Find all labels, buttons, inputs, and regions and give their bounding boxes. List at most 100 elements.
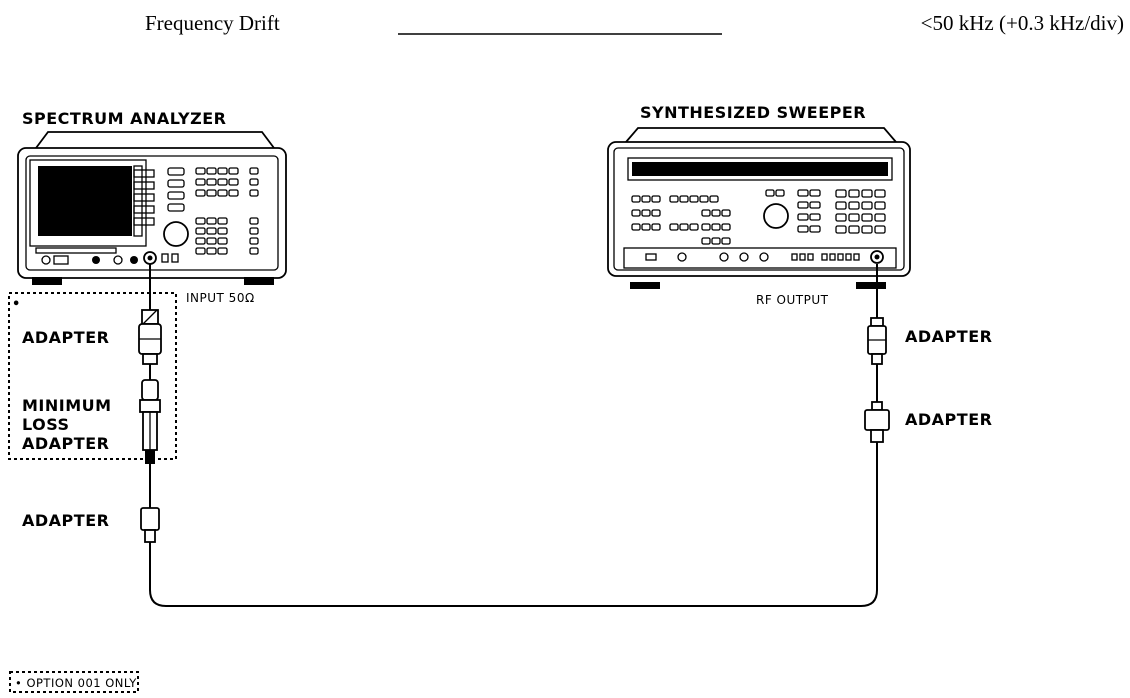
panel-key [835,201,847,210]
panel-key [848,213,860,222]
panel-key [195,167,206,175]
panel-key [809,213,821,221]
min-loss-label-line3: ADAPTER [22,434,109,453]
panel-key [861,225,873,234]
panel-key [651,223,661,231]
panel-key [631,209,641,217]
panel-key [835,189,847,198]
panel-key [195,217,206,225]
panel-key [651,195,661,203]
panel-key [797,213,809,221]
panel-key [721,209,731,217]
panel-key [249,189,259,197]
panel-key [249,227,259,235]
panel-key [797,225,809,233]
panel-key [679,223,689,231]
panel-key [249,178,259,186]
spectrum-analyzer-title: SPECTRUM ANALYZER [22,109,226,128]
footnote-box [9,671,139,693]
panel-key [797,189,809,197]
panel-key [195,247,206,255]
panel-key [631,195,641,203]
panel-key [249,237,259,245]
left-adapter-2-label: ADAPTER [22,511,109,530]
synthesized-sweeper-instrument [607,127,911,289]
panel-key [217,237,228,245]
panel-key [711,223,721,231]
panel-key [195,178,206,186]
left-adapter-1-label: ADAPTER [22,328,109,347]
test-parameter-name: Frequency Drift [145,11,280,35]
panel-key [669,195,679,203]
panel-key [206,237,217,245]
panel-key [721,237,731,245]
min-loss-label-line1: MINIMUM [22,396,112,415]
panel-key [217,217,228,225]
panel-key [775,189,785,197]
panel-key [711,237,721,245]
panel-key [874,225,886,234]
panel-key [689,223,699,231]
panel-key [217,178,228,186]
rf-output-label: RF OUTPUT [756,293,829,307]
panel-key [848,189,860,198]
right-adapter-1-label: ADAPTER [905,327,992,346]
panel-key [217,167,228,175]
panel-key [861,189,873,198]
synthesized-sweeper-title: SYNTHESIZED SWEEPER [640,103,866,122]
panel-key [809,201,821,209]
panel-key [861,201,873,210]
panel-key [669,223,679,231]
panel-key [679,195,689,203]
panel-key [848,225,860,234]
test-specification: <50 kHz (+0.3 kHz/div) [921,11,1124,35]
panel-key [874,213,886,222]
panel-key [206,178,217,186]
panel-key [809,225,821,233]
panel-key [249,247,259,255]
panel-key [711,209,721,217]
panel-key [848,201,860,210]
panel-key [195,227,206,235]
panel-key [701,209,711,217]
input-port-label: INPUT 50Ω [186,291,255,305]
panel-key [195,237,206,245]
panel-key [765,189,775,197]
panel-key [249,167,259,175]
panel-key [641,209,651,217]
panel-key [874,201,886,210]
panel-key [631,223,641,231]
panel-key [206,227,217,235]
sweeper-display [632,162,888,176]
panel-key [641,195,651,203]
panel-key [228,189,239,197]
right-cable-chain [864,264,890,548]
analyzer-screen [38,166,132,236]
panel-key [249,217,259,225]
panel-key [206,247,217,255]
panel-key [206,167,217,175]
panel-key [809,189,821,197]
left-adapter-2 [140,507,160,531]
min-loss-label-line2: LOSS [22,415,70,434]
panel-key [206,217,217,225]
panel-key [835,225,847,234]
panel-key [217,247,228,255]
panel-key [228,178,239,186]
panel-key [701,237,711,245]
minimum-loss-adapter [141,379,159,401]
spectrum-analyzer-instrument [17,131,287,285]
panel-key [217,227,228,235]
panel-key [861,213,873,222]
panel-key [721,223,731,231]
left-cable-chain [138,264,162,548]
panel-key [651,209,661,217]
footnote-text: • OPTION 001 ONLY [15,676,137,690]
panel-key [797,201,809,209]
panel-key [195,189,206,197]
panel-key [699,195,709,203]
right-adapter-2-label: ADAPTER [905,410,992,429]
option-marker: • [12,297,21,312]
option-001-box [8,292,177,460]
